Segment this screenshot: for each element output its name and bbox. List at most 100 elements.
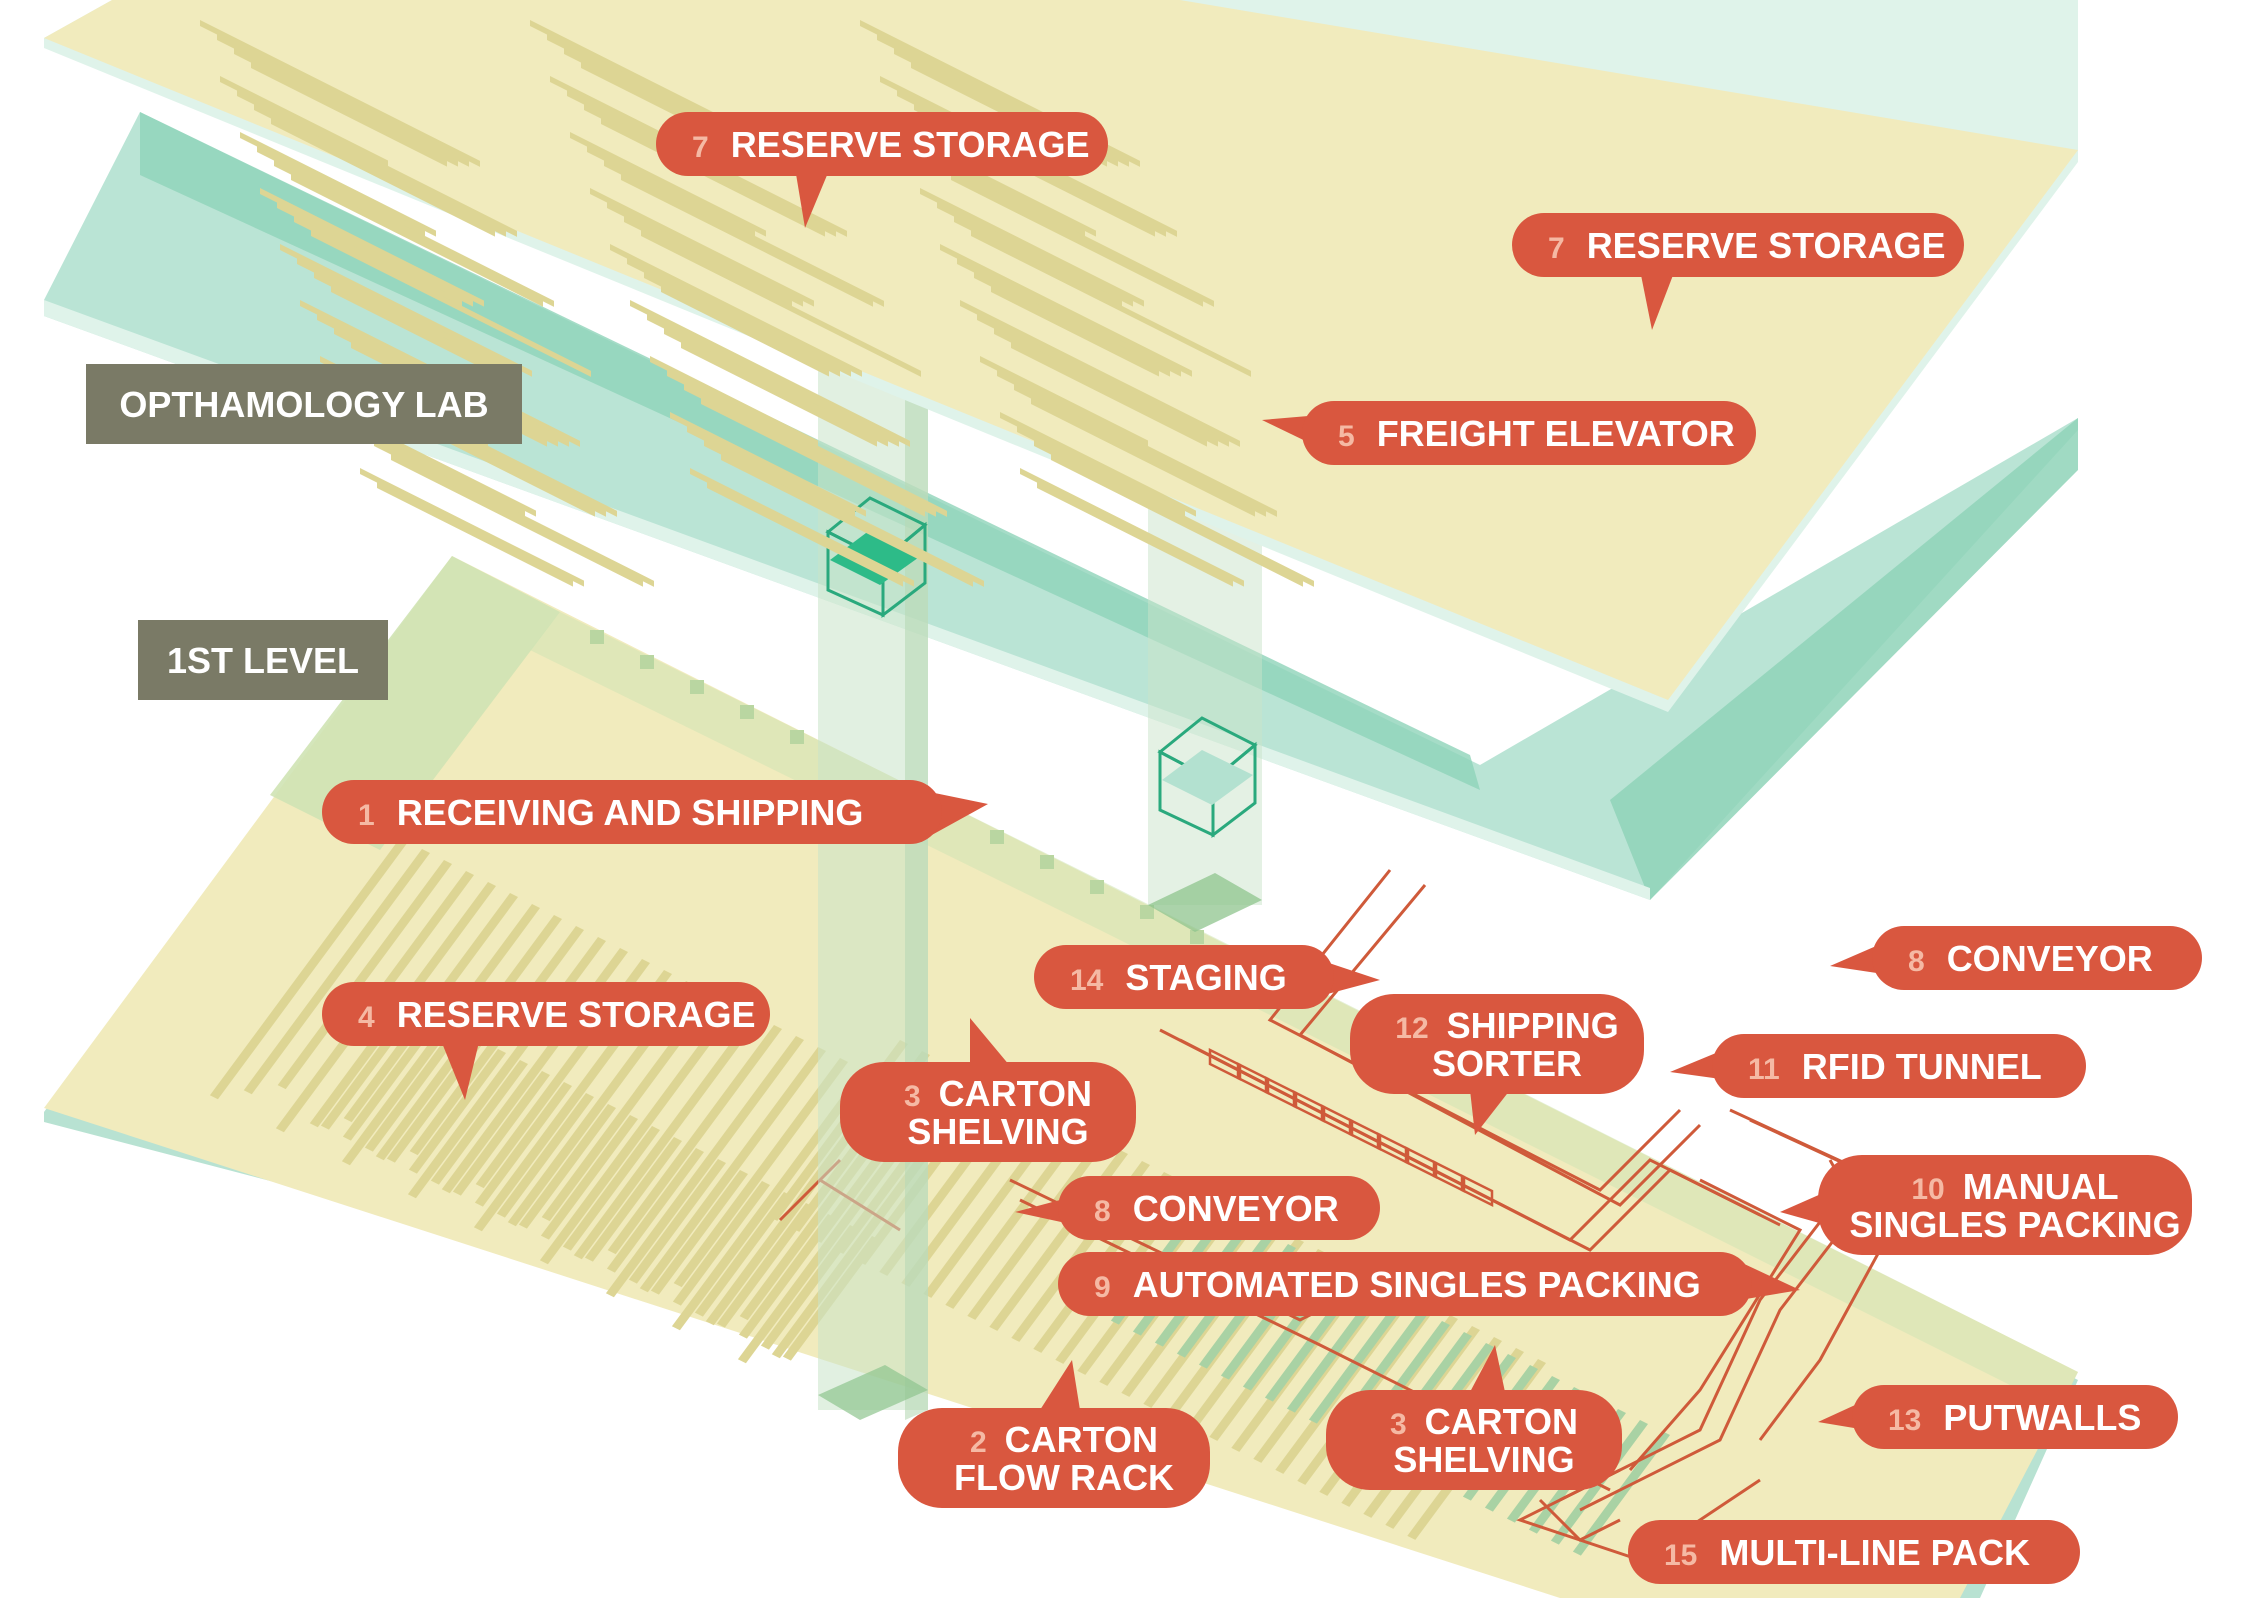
callout-label: CARTON xyxy=(1425,1401,1578,1442)
upper-rack-row xyxy=(1051,454,1303,587)
callout-number: 7 xyxy=(1548,232,1565,265)
upper-rack-row xyxy=(1020,468,1244,587)
callout-label: SHIPPING xyxy=(1447,1005,1619,1046)
rack-row xyxy=(474,1082,572,1207)
upper-rack-row xyxy=(271,118,495,237)
dock-door xyxy=(640,655,654,669)
upper-rack-row xyxy=(377,482,573,587)
upper-rack-row xyxy=(357,426,525,517)
dock-door xyxy=(1040,855,1054,869)
callout-label: STAGING xyxy=(1125,957,1286,998)
rack-row xyxy=(364,1027,462,1152)
upper-rack-row xyxy=(610,244,862,377)
callout-label-line2: SORTER xyxy=(1432,1043,1582,1084)
upper-rack-row xyxy=(360,468,584,587)
dock-door xyxy=(690,680,704,694)
callout-bubble xyxy=(1350,994,1644,1094)
upper-rack-row xyxy=(937,202,1133,307)
upper-rack-row xyxy=(257,146,425,237)
level-tags: OPTHAMOLOGY LAB 1ST LEVEL xyxy=(86,364,522,700)
upper-rack-row xyxy=(237,90,517,237)
level-tag-lower: 1ST LEVEL xyxy=(167,640,359,681)
callout-number: 9 xyxy=(1094,1271,1111,1304)
upper-rack-row xyxy=(664,328,888,447)
upper-rack-row xyxy=(954,216,1122,307)
green-rack-row xyxy=(1286,1288,1384,1413)
rack-row xyxy=(277,860,452,1090)
upper-rack-row xyxy=(957,258,1181,377)
upper-rack-row xyxy=(690,468,914,587)
callout-pointer xyxy=(1740,1262,1800,1300)
callout-bubble xyxy=(1872,926,2202,990)
upper-rack-row xyxy=(650,356,818,447)
callout-label: CONVEYOR xyxy=(1947,938,2153,979)
elevator-car-right xyxy=(1157,716,1258,839)
upper-rack-row xyxy=(687,426,855,517)
upper-floor-slab xyxy=(44,0,2078,700)
rack-row xyxy=(639,1047,826,1293)
rack-row xyxy=(209,838,408,1100)
upper-rack-row xyxy=(254,104,506,237)
callout-pointer xyxy=(1470,1090,1510,1135)
callout-label-line2: SHELVING xyxy=(1393,1439,1574,1480)
green-rack-row xyxy=(1308,1299,1406,1424)
rack-row xyxy=(562,1126,660,1251)
callout-bubble xyxy=(322,780,942,844)
upper-rack-row xyxy=(1017,426,1185,517)
callout-bubble xyxy=(1852,1385,2178,1449)
rack-row xyxy=(606,1148,704,1273)
upper-rack-row xyxy=(707,482,903,587)
callout-pointer xyxy=(1040,1360,1080,1410)
shaft-right-base xyxy=(1148,873,1262,932)
callout-label: CARTON xyxy=(1005,1419,1158,1460)
callout-label-line2: FLOW RACK xyxy=(954,1457,1174,1498)
upper-rack-row xyxy=(280,244,532,377)
rack-row xyxy=(923,1117,1062,1298)
dock-door xyxy=(990,830,1004,844)
dock-door xyxy=(740,705,754,719)
upper-rack-row xyxy=(920,188,1144,307)
callout-pointer xyxy=(1320,960,1380,996)
callout-bubble xyxy=(898,1408,1210,1508)
callout-bubble xyxy=(1818,1155,2192,1255)
conveyor-line xyxy=(1538,1498,1621,1542)
upper-rack-row xyxy=(627,258,851,377)
upper-rack-row xyxy=(994,328,1218,447)
rack-row xyxy=(584,1137,682,1262)
upper-rack-row xyxy=(220,76,388,167)
green-rack-row xyxy=(1572,1431,1670,1556)
upper-rack-row xyxy=(644,272,840,377)
callout-label: MANUAL xyxy=(1963,1166,2119,1207)
rack-row xyxy=(628,1159,726,1284)
upper-rack-row xyxy=(234,48,458,167)
upper-rack-row xyxy=(277,202,473,307)
callout-label: RESERVE STORAGE xyxy=(397,994,756,1035)
elevator-car-left xyxy=(825,496,928,619)
callout-bubble xyxy=(322,982,770,1046)
rack-row xyxy=(607,1025,782,1255)
upper-rack-row xyxy=(240,132,436,237)
upper-rack-row xyxy=(604,160,884,307)
upper-rack-row xyxy=(704,440,984,587)
upper-rack-row xyxy=(661,286,829,377)
callout-label: FREIGHT ELEVATOR xyxy=(1377,413,1735,454)
upper-rack-row xyxy=(217,34,469,167)
callout-bubble xyxy=(1512,213,1964,277)
rack-row xyxy=(408,1049,506,1174)
upper-rack-row xyxy=(1011,342,1207,447)
rack-row xyxy=(573,1014,760,1260)
